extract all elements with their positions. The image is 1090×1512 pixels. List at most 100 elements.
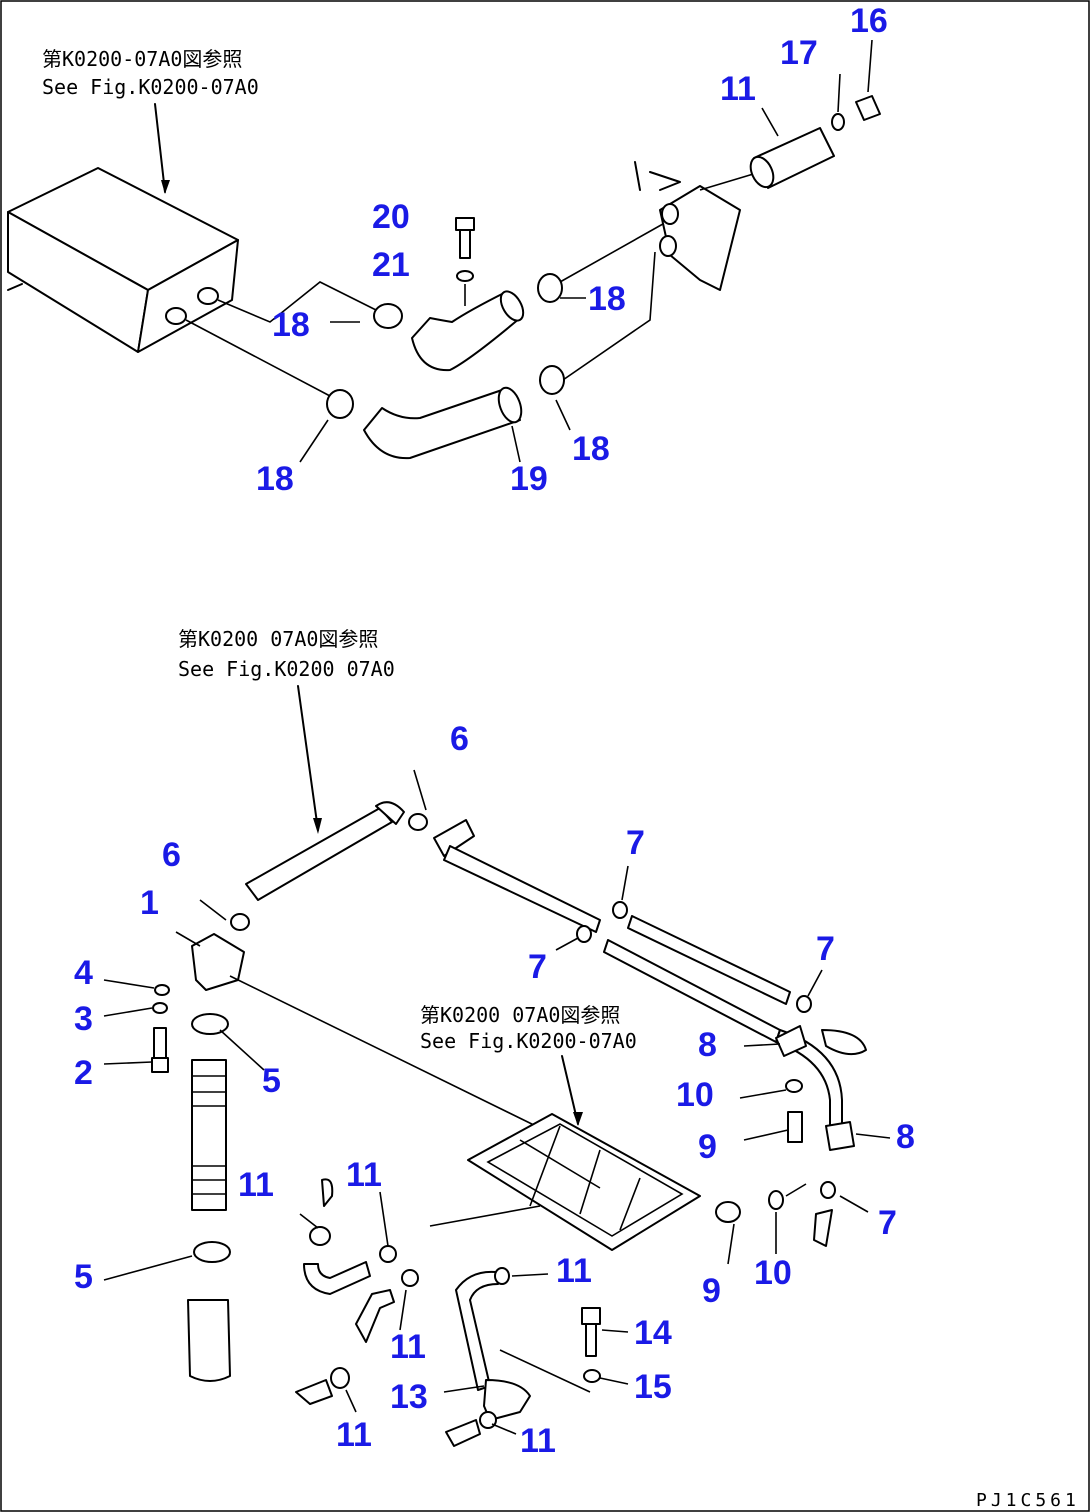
top-assembly: 第K0200-07A0図参照 See Fig.K0200-07A0 [7, 2, 888, 498]
reference-jp-2: 第K0200 07A0図参照 [178, 627, 378, 651]
hose-19-end [497, 386, 523, 424]
clip-icon [813, 1209, 833, 1247]
leader-line [297, 685, 319, 831]
valve-port [659, 235, 677, 257]
washer-icon [456, 270, 474, 282]
clamp-icon [309, 1226, 331, 1246]
leader-line [154, 103, 166, 193]
bolt-shank [585, 1323, 597, 1357]
bolt-shank [459, 229, 471, 259]
clamp-icon [479, 1411, 497, 1429]
part-number-6: 6 [450, 720, 469, 758]
pipe-bend [375, 801, 405, 825]
reference-jp-1: 第K0200-07A0図参照 [42, 47, 242, 71]
part-number-10: 10 [676, 1076, 714, 1114]
clamp-icon [379, 1245, 397, 1263]
clamp-icon [612, 901, 628, 919]
washer-icon [768, 1190, 784, 1210]
leader-line [761, 39, 873, 137]
connection-line [185, 319, 331, 397]
bolt-head [581, 1307, 601, 1325]
part-number-4: 4 [74, 954, 93, 992]
part-number-19: 19 [510, 460, 548, 498]
hose-clamp-icon [537, 273, 563, 303]
washer-icon [152, 1002, 168, 1014]
hose-clamp-icon [539, 365, 565, 395]
bolt-head [151, 1057, 169, 1073]
part-number-11: 11 [520, 1422, 556, 1460]
reference-en-2: See Fig.K0200 07A0 [178, 657, 395, 681]
hose-end [295, 1379, 333, 1405]
clamp-icon [408, 813, 428, 831]
hose-icon [303, 1261, 371, 1295]
connection-line [699, 171, 761, 191]
clamp-icon [796, 995, 812, 1013]
hose-19 [363, 389, 521, 460]
box-detail [7, 283, 23, 291]
part-number-18: 18 [588, 280, 626, 318]
water-pipe [245, 807, 393, 901]
filter-end [749, 155, 775, 189]
bracket-icon [825, 1121, 855, 1151]
part-number-14: 15 [634, 1368, 672, 1406]
hose-clamp-icon [326, 389, 354, 419]
connection-line [559, 251, 656, 383]
part-number-9: 9 [702, 1272, 721, 1310]
tee-fitting [433, 819, 475, 857]
oil-pan-inner [486, 1123, 684, 1237]
hose-end [445, 1419, 481, 1447]
part-number-11: 11 [336, 1416, 372, 1454]
part-number-11: 11 [390, 1328, 426, 1366]
arrow-head [573, 1112, 583, 1126]
hose-icon [455, 1270, 499, 1391]
heater-box-front [137, 239, 239, 353]
hose-clamp-icon [373, 303, 403, 329]
oil-pan [467, 1113, 701, 1251]
leader-line [103, 769, 891, 1435]
part-number-8: 8 [698, 1026, 717, 1064]
hose-end [187, 1299, 231, 1382]
part-number-7: 7 [626, 824, 645, 862]
hose-end [499, 290, 525, 322]
arrow-head [161, 180, 170, 194]
clamp-icon [820, 1181, 836, 1199]
part-number-3: 3 [74, 1000, 93, 1038]
leader-line [785, 1183, 807, 1197]
part-number-2: 2 [74, 1054, 93, 1092]
reference-en-1: See Fig.K0200-07A0 [42, 75, 259, 99]
part-number-13: 14 [634, 1314, 672, 1352]
part-number-5: 5 [262, 1062, 281, 1100]
bracket-detail [634, 161, 681, 191]
leader-line [299, 297, 586, 463]
bolt-head-icon [715, 1201, 741, 1223]
part-number-18: 18 [272, 306, 310, 344]
nut-icon [855, 95, 881, 121]
part-number-5: 5 [74, 1258, 93, 1296]
part-number-21: 21 [372, 246, 410, 284]
clamp-icon [494, 1267, 510, 1285]
hose-icon [483, 1379, 531, 1421]
washer-icon [583, 1369, 601, 1383]
hose-clamp-icon [191, 1013, 229, 1035]
clamp-icon [330, 1367, 350, 1389]
washer-icon [154, 984, 170, 996]
bolt-shank [153, 1027, 167, 1059]
part-number-8: 8 [896, 1118, 915, 1156]
oil-pan-ribs [519, 1125, 641, 1231]
bolt-icon [787, 1111, 803, 1143]
washer-icon [785, 1079, 803, 1093]
part-number-9: 9 [698, 1128, 717, 1166]
part-number-7: 7 [528, 948, 547, 986]
part-number-18: 18 [572, 430, 610, 468]
connection-line [217, 281, 381, 323]
part-number-18: 18 [256, 460, 294, 498]
part-number-11: 11 [346, 1156, 382, 1194]
hose-end [821, 1029, 867, 1056]
corrugated-hose [191, 1059, 227, 1211]
bolt-head [455, 217, 475, 231]
part-number-6: 6 [162, 836, 181, 874]
long-pipe [443, 845, 601, 933]
part-number-12: 13 [390, 1378, 428, 1416]
hose-icon [355, 1289, 395, 1343]
